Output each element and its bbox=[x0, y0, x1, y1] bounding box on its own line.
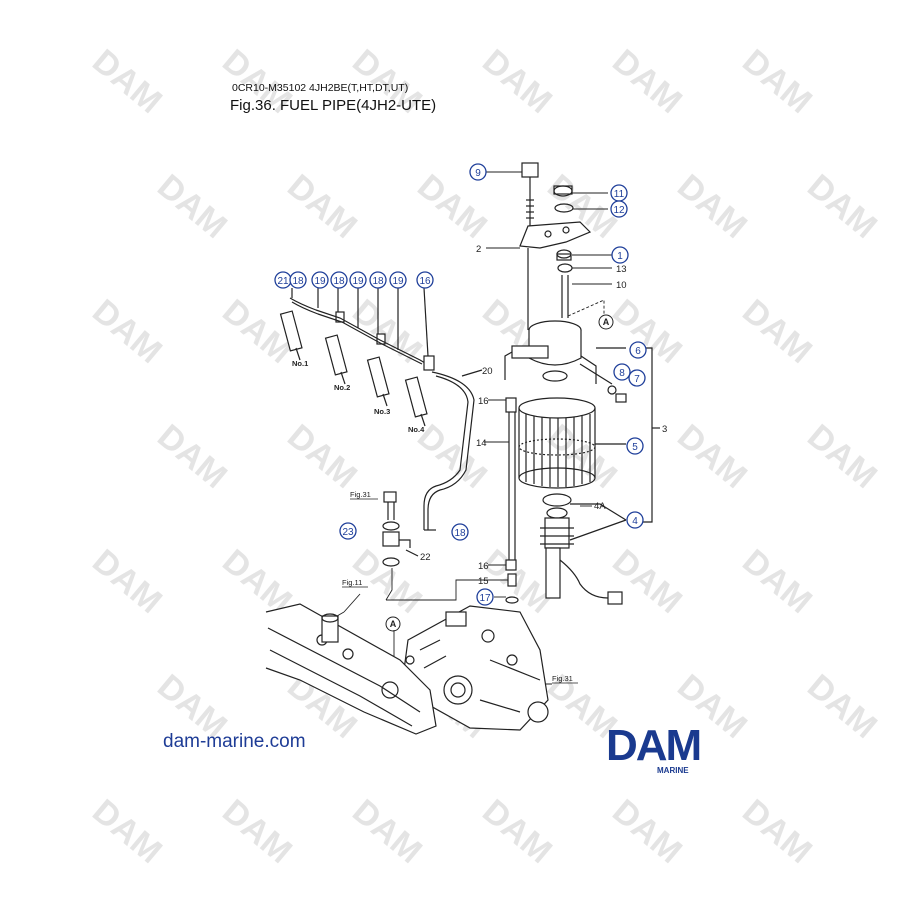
callout-circle-16 bbox=[416, 271, 434, 289]
callout-21: 21 bbox=[277, 276, 289, 287]
label-10: 10 bbox=[616, 280, 627, 291]
injector-no2 bbox=[324, 334, 348, 385]
label-4A: 4A bbox=[594, 501, 606, 512]
label-14: 14 bbox=[476, 438, 487, 449]
callout-4: 4 bbox=[632, 516, 638, 527]
callout-6: 6 bbox=[635, 346, 641, 357]
leader-lines bbox=[484, 171, 612, 598]
label-no3: No.3 bbox=[374, 407, 390, 416]
label-15: 15 bbox=[478, 576, 489, 587]
label-16b: 16 bbox=[478, 561, 489, 572]
nut-stack bbox=[553, 185, 574, 318]
callout-7: 7 bbox=[634, 374, 640, 385]
callout-9: 9 bbox=[475, 168, 481, 179]
label-no4: No.4 bbox=[408, 425, 425, 434]
label-3: 3 bbox=[662, 424, 667, 435]
filter-head bbox=[504, 320, 597, 384]
callout-23: 23 bbox=[342, 527, 354, 538]
callout-circle-18 bbox=[451, 523, 469, 541]
callout-circle-23 bbox=[339, 522, 357, 540]
bolt-part-9 bbox=[521, 162, 539, 232]
bleed-screw bbox=[607, 385, 627, 403]
callout-circle-1 bbox=[611, 246, 629, 264]
callout-circle-4 bbox=[626, 511, 644, 529]
callout-circle-9 bbox=[469, 163, 487, 181]
label-no1: No.1 bbox=[292, 359, 308, 368]
reference-a-bottom: A bbox=[390, 619, 397, 629]
dam-marine-logo: DAM bbox=[606, 724, 702, 766]
callout-circle-8 bbox=[613, 363, 631, 381]
callout-19c: 19 bbox=[392, 276, 404, 287]
callout-19a: 19 bbox=[314, 276, 326, 287]
callout-5: 5 bbox=[632, 442, 638, 453]
return-pipe-part-20 bbox=[423, 369, 483, 530]
label-no2: No.2 bbox=[334, 383, 350, 392]
filter-cartridge-part-5 bbox=[518, 397, 596, 489]
callout-12: 12 bbox=[613, 205, 625, 216]
callout-circle-19a bbox=[311, 271, 329, 289]
logo-subtitle: MARINE bbox=[657, 766, 689, 775]
callout-18a: 18 bbox=[292, 276, 304, 287]
callout-1: 1 bbox=[617, 251, 623, 262]
callout-18: 18 bbox=[454, 528, 466, 539]
callout-19b: 19 bbox=[352, 276, 364, 287]
callout-8: 8 bbox=[619, 368, 625, 379]
label-13: 13 bbox=[616, 264, 627, 275]
label-2: 2 bbox=[476, 244, 481, 255]
bracket-part-2 bbox=[519, 221, 592, 330]
sedimenter-part-4 bbox=[540, 493, 623, 605]
logo-text: DAM bbox=[606, 724, 700, 766]
callout-circle-17 bbox=[476, 588, 494, 606]
callout-circle-5 bbox=[626, 437, 644, 455]
label-20: 20 bbox=[482, 366, 493, 377]
injector-no4 bbox=[404, 376, 428, 427]
callout-circle-19c bbox=[389, 271, 407, 289]
website-url[interactable]: dam-marine.com bbox=[163, 731, 306, 752]
label-fig31-top: Fig.31 bbox=[350, 490, 371, 499]
callout-17: 17 bbox=[479, 593, 491, 604]
label-fig31-bottom: Fig.31 bbox=[552, 674, 573, 683]
injector-no3 bbox=[366, 356, 390, 407]
label-22: 22 bbox=[420, 552, 431, 563]
intake-manifold bbox=[265, 603, 437, 735]
callout-circle-18a bbox=[289, 271, 307, 289]
callout-16: 16 bbox=[419, 276, 431, 287]
pipe-part-14 bbox=[505, 397, 519, 623]
callout-circle-18b bbox=[330, 271, 348, 289]
callout-circle-18c bbox=[369, 271, 387, 289]
callout-18b: 18 bbox=[333, 276, 345, 287]
callout-circle-19b bbox=[349, 271, 367, 289]
banjo-assembly-22 bbox=[382, 491, 436, 567]
callout-18c: 18 bbox=[372, 276, 384, 287]
document-code: 0CR10-M35102 4JH2BE(T,HT,DT,UT) bbox=[232, 82, 409, 94]
callout-circle-12 bbox=[610, 200, 628, 218]
callout-circle-7 bbox=[628, 369, 646, 387]
injector-no1 bbox=[279, 310, 303, 361]
label-16a: 16 bbox=[478, 396, 489, 407]
callout-11: 11 bbox=[614, 189, 625, 200]
leak-off-pipe bbox=[289, 287, 435, 371]
reference-a-top: A bbox=[603, 317, 610, 327]
label-fig11: Fig.11 bbox=[342, 578, 362, 587]
figure-title: Fig.36. FUEL PIPE(4JH2-UTE) bbox=[230, 97, 437, 114]
callout-circle-6 bbox=[629, 341, 647, 359]
injection-pump bbox=[403, 605, 549, 731]
